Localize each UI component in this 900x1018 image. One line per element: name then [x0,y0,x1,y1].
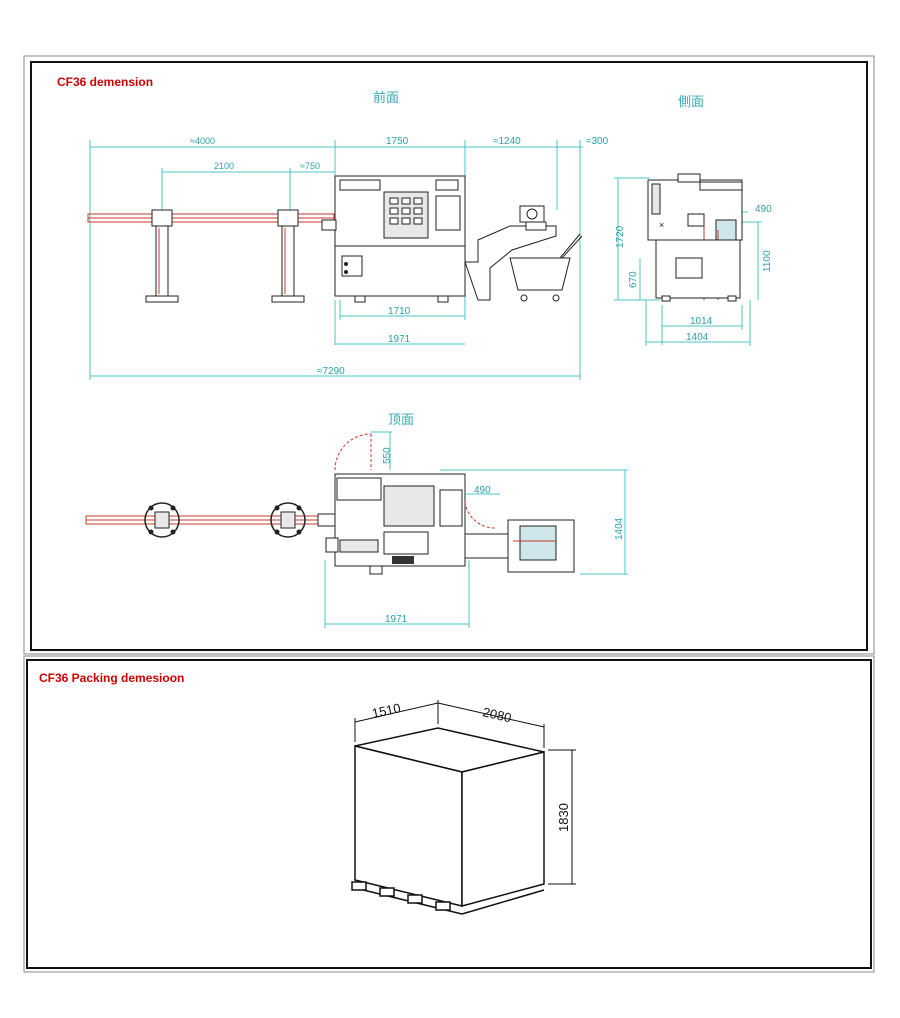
dim-base-width: 1710 [388,306,411,317]
packing-crate [351,700,576,915]
pack-dim-depth: 1510 [371,700,402,721]
dim-top-machine-length: 1971 [385,614,408,625]
chip-conveyor [464,205,557,301]
side-view: 1720 670 1100 490 × 1014 1404 [614,173,773,346]
packing-panel-outer [23,655,875,973]
bar-stand-left [145,209,179,303]
dim-overall-machine: 1971 [388,334,411,345]
dim-bar-length: ≈4000 [190,136,215,146]
dim-side-base-height: 670 [628,271,639,288]
top-stand-left [144,502,180,538]
dim-side-base-depth: 1014 [690,316,713,327]
top-view: 550 [85,431,628,628]
bar-stand-right [271,209,305,303]
top-view-label: 顶面 [388,412,414,427]
dim-side-height: 1720 [615,225,626,248]
dim-total-length: ≈7290 [317,366,345,377]
lathe-front [321,175,466,303]
dim-conveyor: ≈1240 [493,136,521,147]
dim-side-tool-width: 490 [755,204,772,215]
chip-cart [509,233,583,302]
top-stand-right [270,502,306,538]
dim-side-overall-depth: 1404 [686,332,709,343]
front-view-label: 前面 [373,90,399,105]
front-view: ≈4000 1750 ≈1240 ≈300 2100 ≈750 [87,136,609,380]
svg-text:×: × [659,220,664,230]
dim-top-tool-width: 490 [474,485,491,496]
dimension-panel-outer [23,55,875,655]
dim-stand-offset: ≈750 [300,161,320,171]
pack-dim-length: 2080 [481,704,513,725]
dim-end-gap: ≈300 [586,136,609,147]
dim-machine-width: 1750 [386,136,409,147]
dim-top-door-swing: 550 [382,447,393,464]
side-view-label: 側面 [678,94,704,109]
packing-title: CF36 Packing demesioon [39,671,184,685]
pack-dim-height: 1830 [556,803,571,832]
dim-top-depth: 1404 [614,517,625,540]
dimension-panel-inner [30,61,868,651]
dim-side-spindle-height: 1100 [762,250,773,272]
dimension-title: CF36 demension [57,75,153,89]
packing-panel-inner [26,659,872,969]
dim-stand-spacing: 2100 [214,161,234,171]
